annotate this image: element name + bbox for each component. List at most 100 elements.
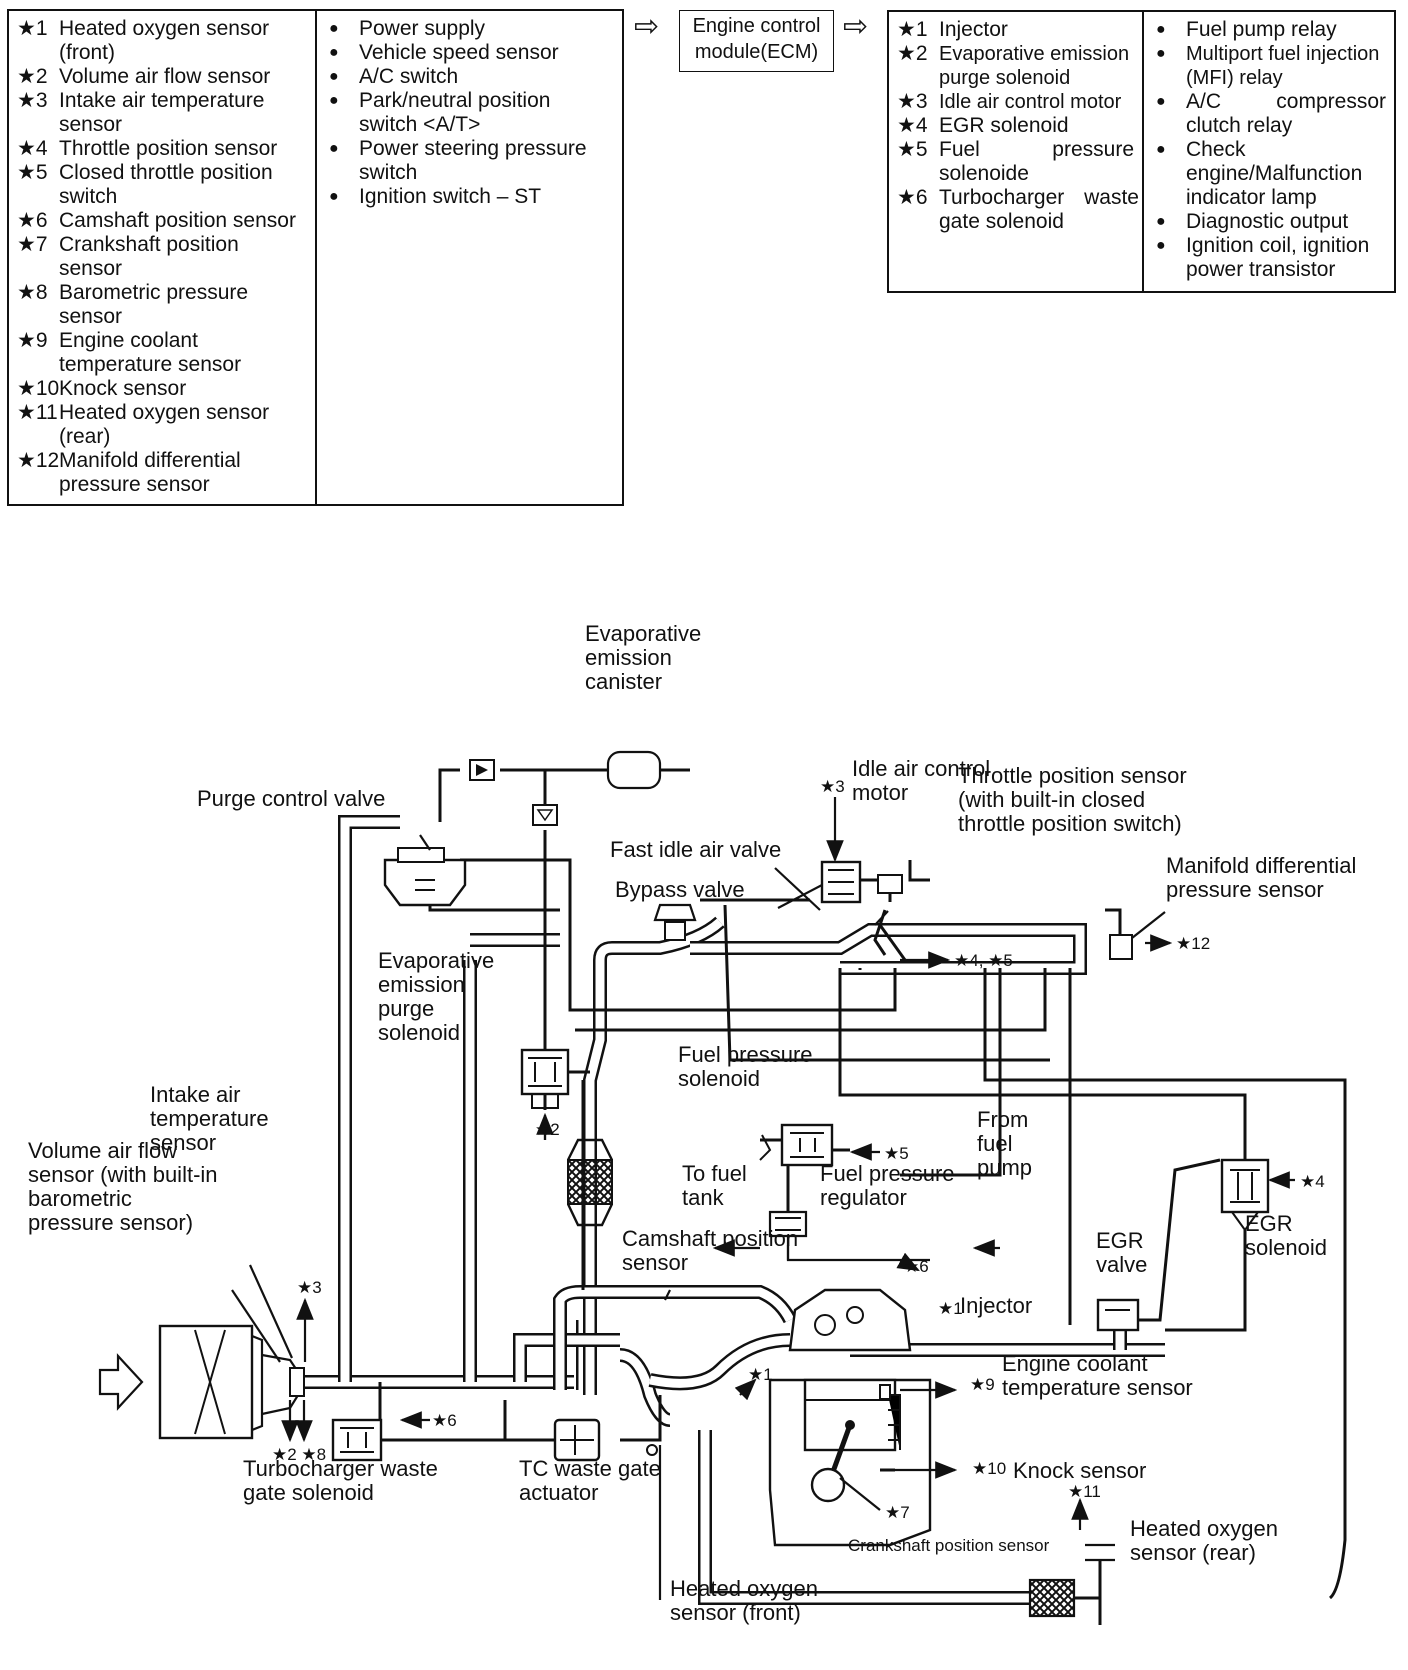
- engine-block-shape: [768, 1288, 932, 1547]
- label-line: sensor (front): [670, 1600, 801, 1625]
- ref-mark: ★6: [904, 1257, 929, 1276]
- label-line: actuator: [519, 1480, 599, 1505]
- label-line: (with built-in closed: [958, 787, 1145, 812]
- ref-mark: ★1: [748, 1365, 773, 1384]
- tc-waste-gate-actuator-shape: [553, 1418, 658, 1462]
- ref-mark: ★7: [885, 1503, 910, 1522]
- fuel-pressure-solenoid-shape: [759, 1123, 850, 1212]
- waste-gate-solenoid-shape: [331, 1418, 383, 1462]
- label-purge-control-valve: Purge control valve: [197, 786, 385, 811]
- switch-item: ●Ignition switch – ST: [329, 185, 542, 208]
- switch-item: ●Vehicle speed sensor: [329, 41, 559, 64]
- output-item: ●Ignition coil, ignition power transisto…: [1156, 234, 1370, 281]
- label-line: fuel: [977, 1131, 1012, 1156]
- intercooler-shape: [566, 1080, 614, 1290]
- label-line: solenoid: [378, 1020, 460, 1045]
- ref-mark: ★10: [972, 1459, 1006, 1478]
- output-column: ●Fuel pump relay ●Multiport fuel injecti…: [1144, 12, 1394, 291]
- signal-arrows: [231, 797, 1295, 1562]
- label-line: solenoid: [1245, 1235, 1327, 1260]
- ref-mark: ★12: [1176, 934, 1210, 953]
- label-line: canister: [585, 669, 662, 694]
- flow-arrow-icon: ⇨: [634, 10, 660, 43]
- label-bypass-valve: Bypass valve: [615, 877, 745, 902]
- switch-item: ●Power steering pressure switch: [329, 137, 587, 184]
- egr-solenoid-shape: [1220, 1158, 1270, 1232]
- intake-arrow-icon: [98, 1353, 144, 1411]
- evap-purge-solenoid-shape: [520, 1048, 590, 1109]
- label-injector: Injector: [960, 1293, 1032, 1318]
- output-item: ●Diagnostic output: [1156, 210, 1349, 233]
- label-line: sensor: [150, 1130, 216, 1155]
- purge-control-valve-shape: [383, 847, 467, 907]
- ref-mark: ★9: [970, 1375, 995, 1394]
- egr-valve-shape: [1096, 1298, 1140, 1332]
- label-line: gate solenoid: [243, 1480, 374, 1505]
- label-line: valve: [1096, 1252, 1147, 1277]
- label-line: temperature sensor: [1002, 1375, 1193, 1400]
- bypass-valve-shape: [653, 903, 697, 941]
- flow-arrow-icon: ⇨: [843, 10, 869, 43]
- label-line: temperature: [150, 1106, 269, 1131]
- label-throttle-position-sensor: Throttle position sensor(with built-in c…: [958, 763, 1187, 836]
- output-item: ●Check engine/Malfunction indicator lamp: [1156, 138, 1363, 209]
- label-line: sensor (with built-in: [28, 1162, 218, 1187]
- ref-mark: ★2: [535, 1120, 560, 1139]
- evap-canister-shape: [606, 750, 662, 790]
- label-line: throttle position switch): [958, 811, 1182, 836]
- label-fast-idle-air-valve: Fast idle air valve: [610, 837, 781, 862]
- catalytic-converter-shape: [1028, 1560, 1102, 1625]
- label-line: purge: [378, 996, 434, 1021]
- ref-mark: ★3: [297, 1278, 322, 1297]
- label-line: sensor (rear): [1130, 1540, 1256, 1565]
- throttle-body-shape: [820, 860, 907, 961]
- ref-mark: ★3: [820, 777, 845, 796]
- label-line: emission: [585, 645, 672, 670]
- label-line: emission: [378, 972, 465, 997]
- output-item: ●Multiport fuel injection (MFI) relay: [1156, 43, 1380, 89]
- switch-column: ●Power supply ●Vehicle speed sensor ●A/C…: [317, 11, 622, 504]
- ref-mark: ★4: [1300, 1172, 1325, 1191]
- hose-lines: [378, 768, 1347, 1600]
- label-crankshaft-position-sensor: Crankshaft position sensor: [848, 1536, 1050, 1555]
- air-cleaner-shape: [158, 1324, 305, 1440]
- ref-mark: ★11: [1068, 1482, 1101, 1501]
- label-line: barometric: [28, 1186, 132, 1211]
